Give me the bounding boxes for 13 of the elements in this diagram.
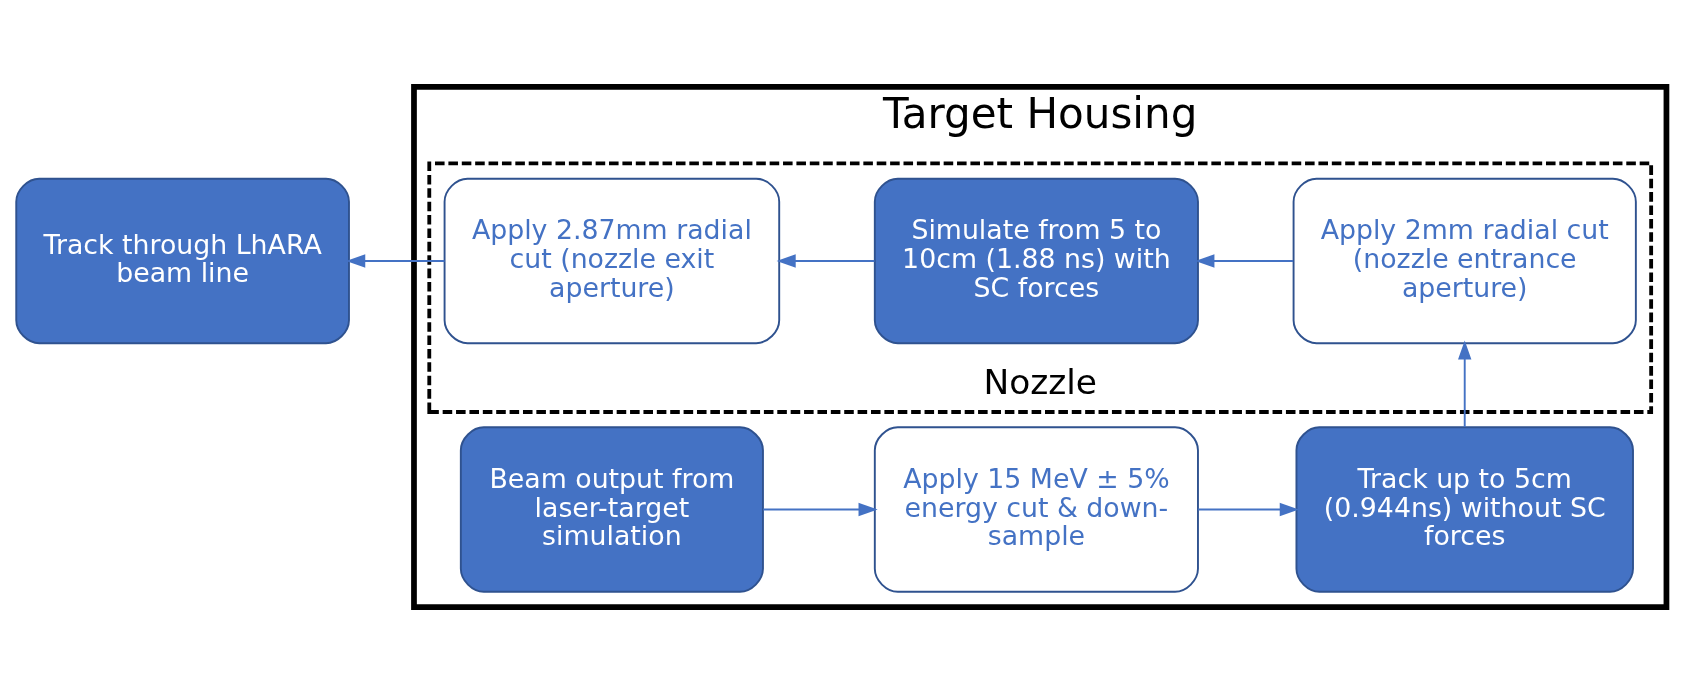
node-box: Apply 2mm radial cut (nozzle entrance aperture)	[1292, 177, 1637, 344]
node-box: Beam output from laser-target simulation	[459, 425, 764, 593]
arrow	[762, 502, 878, 516]
arrow	[776, 253, 876, 268]
arrow	[1197, 502, 1299, 516]
arrow	[1458, 339, 1472, 428]
node-box: Track up to 5cm (0.944ns) without SC forces	[1295, 425, 1634, 593]
node-box: Track through LhARA beam line	[15, 177, 350, 344]
arrow	[346, 253, 446, 268]
node-box: Apply 2.87mm radial cut (nozzle exit aperture)	[443, 177, 781, 344]
node-box: Apply 15 MeV ± 5% energy cut & down-sample	[873, 425, 1199, 593]
node-box: Simulate from 5 to 10cm (1.88 ns) with SC forces	[873, 177, 1199, 344]
arrow	[1195, 253, 1295, 268]
